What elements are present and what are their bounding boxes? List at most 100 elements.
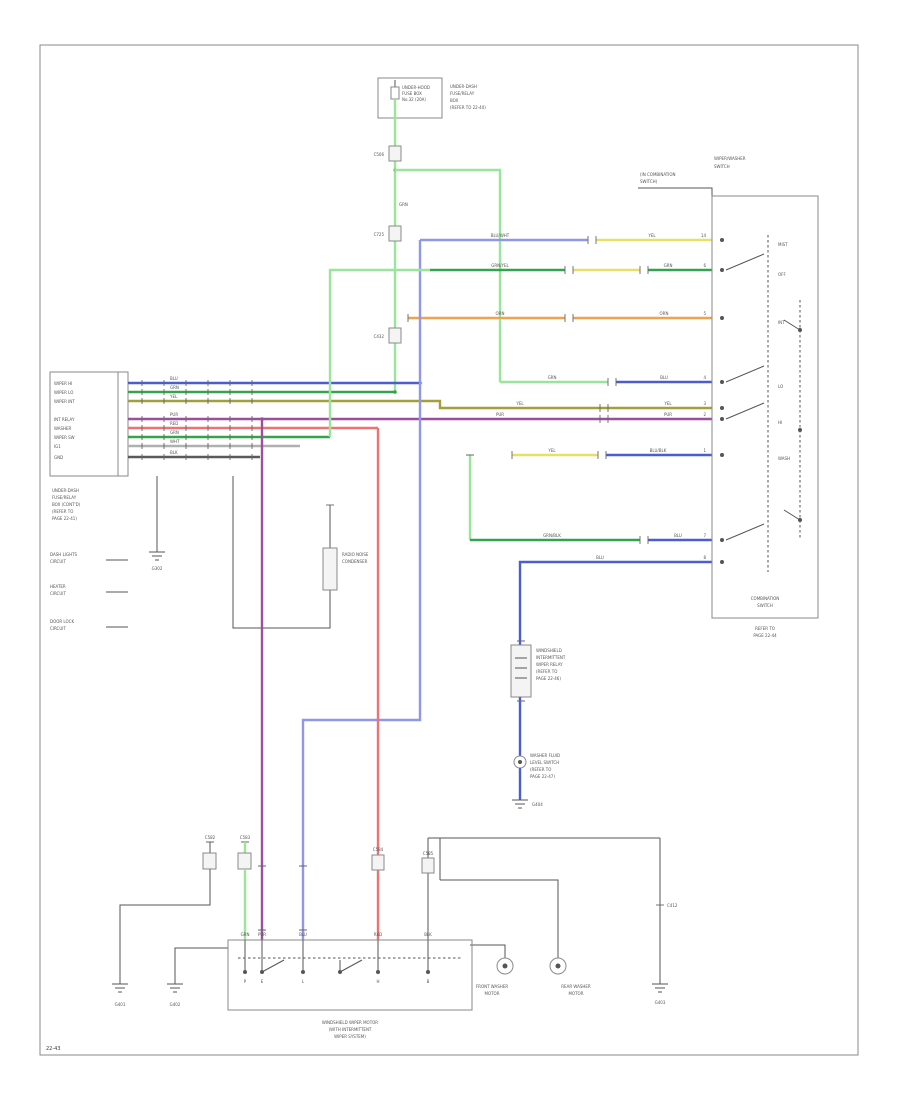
pin-label: WASHER — [54, 426, 72, 431]
motor-caption: (WITH INTERMITTENT — [329, 1027, 372, 1032]
switch-title: SWITCH — [714, 164, 730, 169]
motor-caption: WIPER SYSTEM) — [334, 1034, 366, 1039]
wire-color-label: BLU — [170, 376, 178, 381]
relay-label: WINDSHIELD — [536, 648, 562, 653]
inline-connectors-top: C506 C725 C432 — [374, 145, 402, 344]
wire-color-label: BLU — [299, 932, 307, 937]
stub-label: CIRCUIT — [50, 626, 66, 631]
wire-color-label: GRN — [241, 932, 250, 937]
stub-label: CIRCUIT — [50, 559, 66, 564]
condenser-label: RADIO NOISE — [342, 552, 369, 557]
switch-bottom-label: COMBINATION — [751, 596, 780, 601]
pin-number: 7 — [703, 533, 706, 538]
block-title: BOX (CONT'D) — [52, 502, 81, 507]
wire-color-label: YEL — [515, 401, 524, 406]
switch-position: OFF — [778, 272, 786, 277]
pin-label: INT RELAY — [54, 417, 75, 422]
washer-level-label: LEVEL SWITCH — [530, 760, 559, 765]
wire-color-label: YEL — [647, 233, 656, 238]
left-block-wires: BLU GRN YEL PUR RED GRN WHT BLK — [128, 376, 712, 460]
wire-color-label: YEL — [547, 448, 556, 453]
connector-label: C725 — [374, 232, 385, 237]
page-number: 22-43 — [46, 1046, 61, 1052]
ground-label: G302 — [152, 566, 163, 571]
ground-label: G403 — [655, 1000, 666, 1005]
wire-labels: BLU/WHT YEL 14 GRN/YEL GRN 6 ORN ORN 5 G… — [491, 233, 707, 560]
switch-position: INT — [778, 320, 785, 325]
wire-color-label: GRN/YEL — [491, 263, 509, 268]
pin-number: 8 — [703, 555, 706, 560]
contact-letter: H — [376, 979, 379, 984]
wiper-washer-switch: WIPER/WASHER SWITCH (IN COMBINATION SWIT… — [638, 156, 819, 638]
contact-letter: L — [302, 979, 305, 984]
block-title: (REFER TO — [52, 509, 73, 514]
block-title: UNDER-DASH — [52, 488, 79, 493]
bottom-right-circuit: C412 G403 FRONT WASHER MOTOR REAR WASHER… — [427, 837, 678, 1005]
relay-label: INTERMITTENT — [536, 655, 566, 660]
block-title: FUSE/RELAY — [52, 495, 77, 500]
top-fuse-box: UNDER-HOOD FUSE BOX No.32 (20A) UNDER-DA… — [377, 77, 486, 119]
left-block-sub-items: G302 RADIO NOISE CONDENSER DASH LIGHTS C… — [50, 476, 369, 631]
stub-label: HEATER — [50, 584, 66, 589]
switch-subtitle: SWITCH) — [640, 179, 658, 184]
pin-label: WIPER HI — [54, 381, 72, 386]
left-fuse-relay-block: WIPER HI WIPER LO WIPER INT INT RELAY WA… — [49, 371, 129, 521]
switch-bottom-label: SWITCH — [757, 603, 773, 608]
wire-pale-green-main: GRN — [393, 99, 408, 392]
connector-label: C583 — [240, 835, 251, 840]
fuse-label: FUSE BOX — [402, 91, 422, 96]
fuse-side-label: BOX — [450, 98, 459, 103]
pin-label: GND — [54, 455, 63, 460]
relay-label: WIPER RELAY — [536, 662, 563, 667]
fuse-side-label: UNDER-DASH — [450, 84, 477, 89]
ground-symbol — [112, 983, 128, 993]
wire-color-label: YEL — [663, 401, 672, 406]
wire-color-label: WHT — [170, 439, 180, 444]
connector-label: C432 — [374, 334, 385, 339]
wire-color-label: BLK — [424, 932, 432, 937]
wire-color-label: BLU — [596, 555, 604, 560]
connector-label: C584 — [373, 847, 384, 852]
stub-label: DOOR LOCK — [50, 619, 74, 624]
block-title: PAGE 22-41) — [52, 516, 77, 521]
switch-feed-wires — [260, 236, 712, 940]
ground-symbol — [652, 983, 668, 993]
ground-symbol — [512, 799, 528, 809]
wire-pale-green-branch — [395, 168, 502, 382]
pin-label: WIPER SW — [54, 435, 75, 440]
fuse-side-label: FUSE/RELAY — [450, 91, 475, 96]
wire-color-label: PUR — [664, 412, 672, 417]
connector-label: C412 — [667, 903, 678, 908]
wire-color-label: GRN — [170, 385, 179, 390]
wire-color-label: BLU — [660, 375, 668, 380]
fuse-label: No.32 (20A) — [402, 97, 426, 102]
relay-label: PAGE 22-46) — [536, 676, 561, 681]
switch-title: WIPER/WASHER — [714, 156, 746, 161]
wire-color-label: RED — [374, 932, 382, 937]
contact-letter: E — [261, 979, 264, 984]
wire-color-label: BLU — [674, 533, 682, 538]
wire-color-label: GRN/BLK — [543, 533, 561, 538]
stub-label: CIRCUIT — [50, 591, 66, 596]
ground-symbol — [149, 551, 165, 561]
pin-number: 14 — [701, 233, 707, 238]
connector-label: C582 — [205, 835, 216, 840]
rear-washer-label: MOTOR — [569, 991, 584, 996]
relay-label: (REFER TO — [536, 669, 557, 674]
diagram-border — [39, 44, 859, 1056]
wire-color-label: GRN — [170, 430, 179, 435]
ground-label: G401 — [115, 1002, 126, 1007]
switch-position: LO — [778, 384, 783, 389]
washer-level-label: PAGE 22-47) — [530, 774, 555, 779]
splice-ticks — [407, 236, 649, 544]
fuse-side-label: (REFER TO 22-40) — [450, 105, 486, 110]
wire-color-label: GRN — [548, 375, 557, 380]
front-washer-label: MOTOR — [485, 991, 500, 996]
intermittent-wiper-relay: WINDSHIELD INTERMITTENT WIPER RELAY (REF… — [510, 640, 566, 809]
pin-number: 6 — [703, 263, 706, 268]
wire-color-label: BLK — [170, 450, 178, 455]
motor-caption: WINDSHIELD WIPER MOTOR — [322, 1020, 378, 1025]
ground-label: G404 — [532, 802, 543, 807]
